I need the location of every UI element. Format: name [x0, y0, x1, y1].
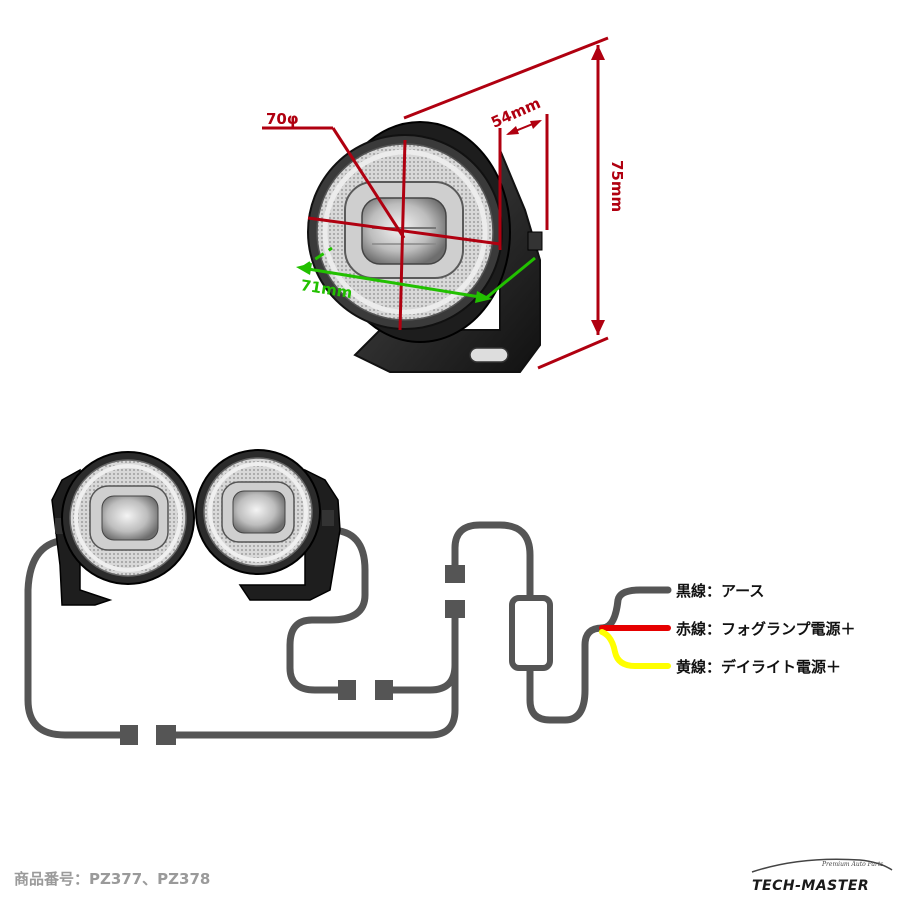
brand-logo: Premium Auto Parts TECH-MASTER [751, 858, 893, 894]
connector-left-a [120, 725, 138, 745]
arrow-71-left [296, 263, 312, 275]
fog-lamp-right [195, 449, 341, 601]
product-code: 商品番号：PZ377、PZ378 [14, 870, 210, 888]
connectors [120, 565, 465, 745]
arrow-75-bottom [591, 320, 605, 335]
connector-right-a [338, 680, 356, 700]
connector-mid-a [445, 565, 465, 583]
connector-left-b [156, 725, 176, 745]
yellow-wire [599, 629, 671, 669]
arrow-71-right [475, 291, 492, 303]
dimension-lines-red [262, 36, 609, 370]
connector-right-b [375, 680, 393, 700]
mount-bolt [527, 231, 543, 251]
brand-tagline: Premium Auto Parts [821, 861, 883, 868]
cable-harness [24, 521, 672, 739]
yellow-wire-label: 黄線：デイライト電源＋ [676, 658, 841, 676]
height-label: 75mm [608, 160, 626, 212]
controller-box [509, 595, 553, 671]
diameter-label: 70φ [266, 110, 299, 128]
black-wire-label: 黒線：アース [676, 582, 764, 600]
arrow-75-top [591, 45, 605, 60]
lamp-right-halo [208, 462, 308, 562]
lamp-left-halo [74, 464, 182, 572]
red-wire-label: 赤線：フォグランプ電源＋ [676, 620, 856, 638]
connector-mid-b [445, 600, 465, 618]
dimensioned-lamp: 70φ 54mm 75mm 71mm [262, 36, 626, 373]
brand-name: TECH-MASTER [752, 878, 869, 894]
bracket-slot [469, 347, 509, 363]
wiring-diagram: 黒線：アース 赤線：フォグランプ電源＋ 黄線：デイライト電源＋ [24, 449, 856, 745]
fog-lamp-left [51, 451, 195, 606]
